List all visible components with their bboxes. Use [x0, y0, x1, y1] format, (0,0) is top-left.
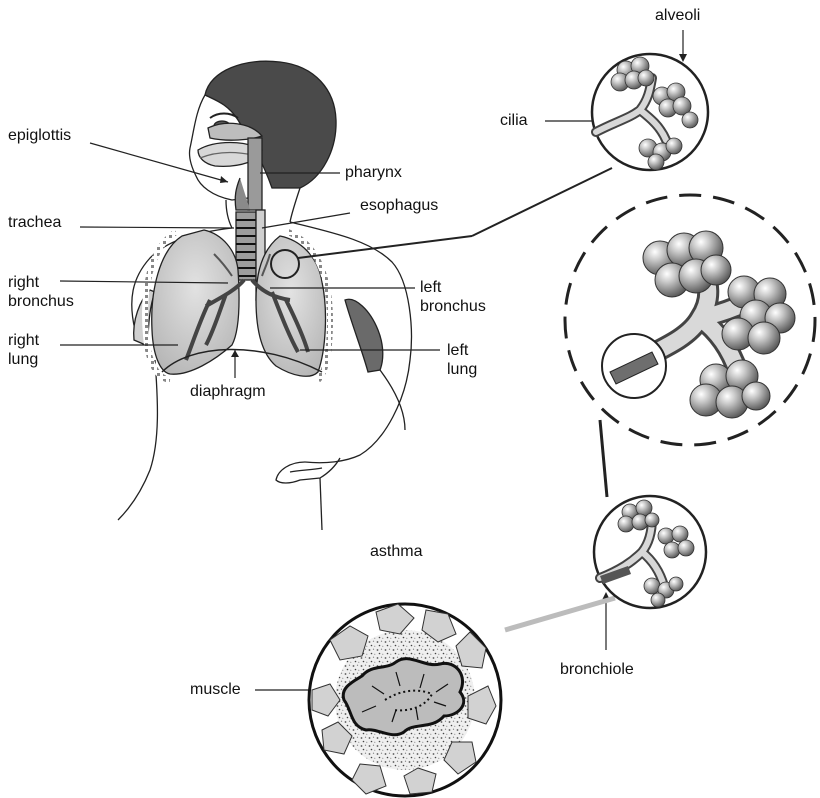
label-trachea: trachea: [8, 213, 61, 232]
label-right-lung: right lung: [8, 331, 39, 369]
label-muscle: muscle: [190, 680, 241, 699]
alveoli-inset: [592, 54, 708, 170]
alveoli-enlarged: [565, 195, 815, 445]
asthma-cross-section: [309, 604, 501, 796]
bronchiole-inset: [594, 496, 706, 608]
label-diaphragm: diaphragm: [190, 382, 266, 401]
label-alveoli: alveoli: [655, 6, 700, 25]
label-esophagus: esophagus: [360, 196, 438, 215]
label-right-bronchus: right bronchus: [8, 273, 74, 311]
label-asthma: asthma: [370, 542, 422, 561]
label-epiglottis: epiglottis: [8, 126, 71, 145]
label-pharynx: pharynx: [345, 163, 402, 182]
label-bronchiole: bronchiole: [560, 660, 634, 679]
label-left-bronchus: left bronchus: [420, 278, 486, 316]
label-cilia: cilia: [500, 111, 528, 130]
label-left-lung: left lung: [447, 341, 477, 379]
